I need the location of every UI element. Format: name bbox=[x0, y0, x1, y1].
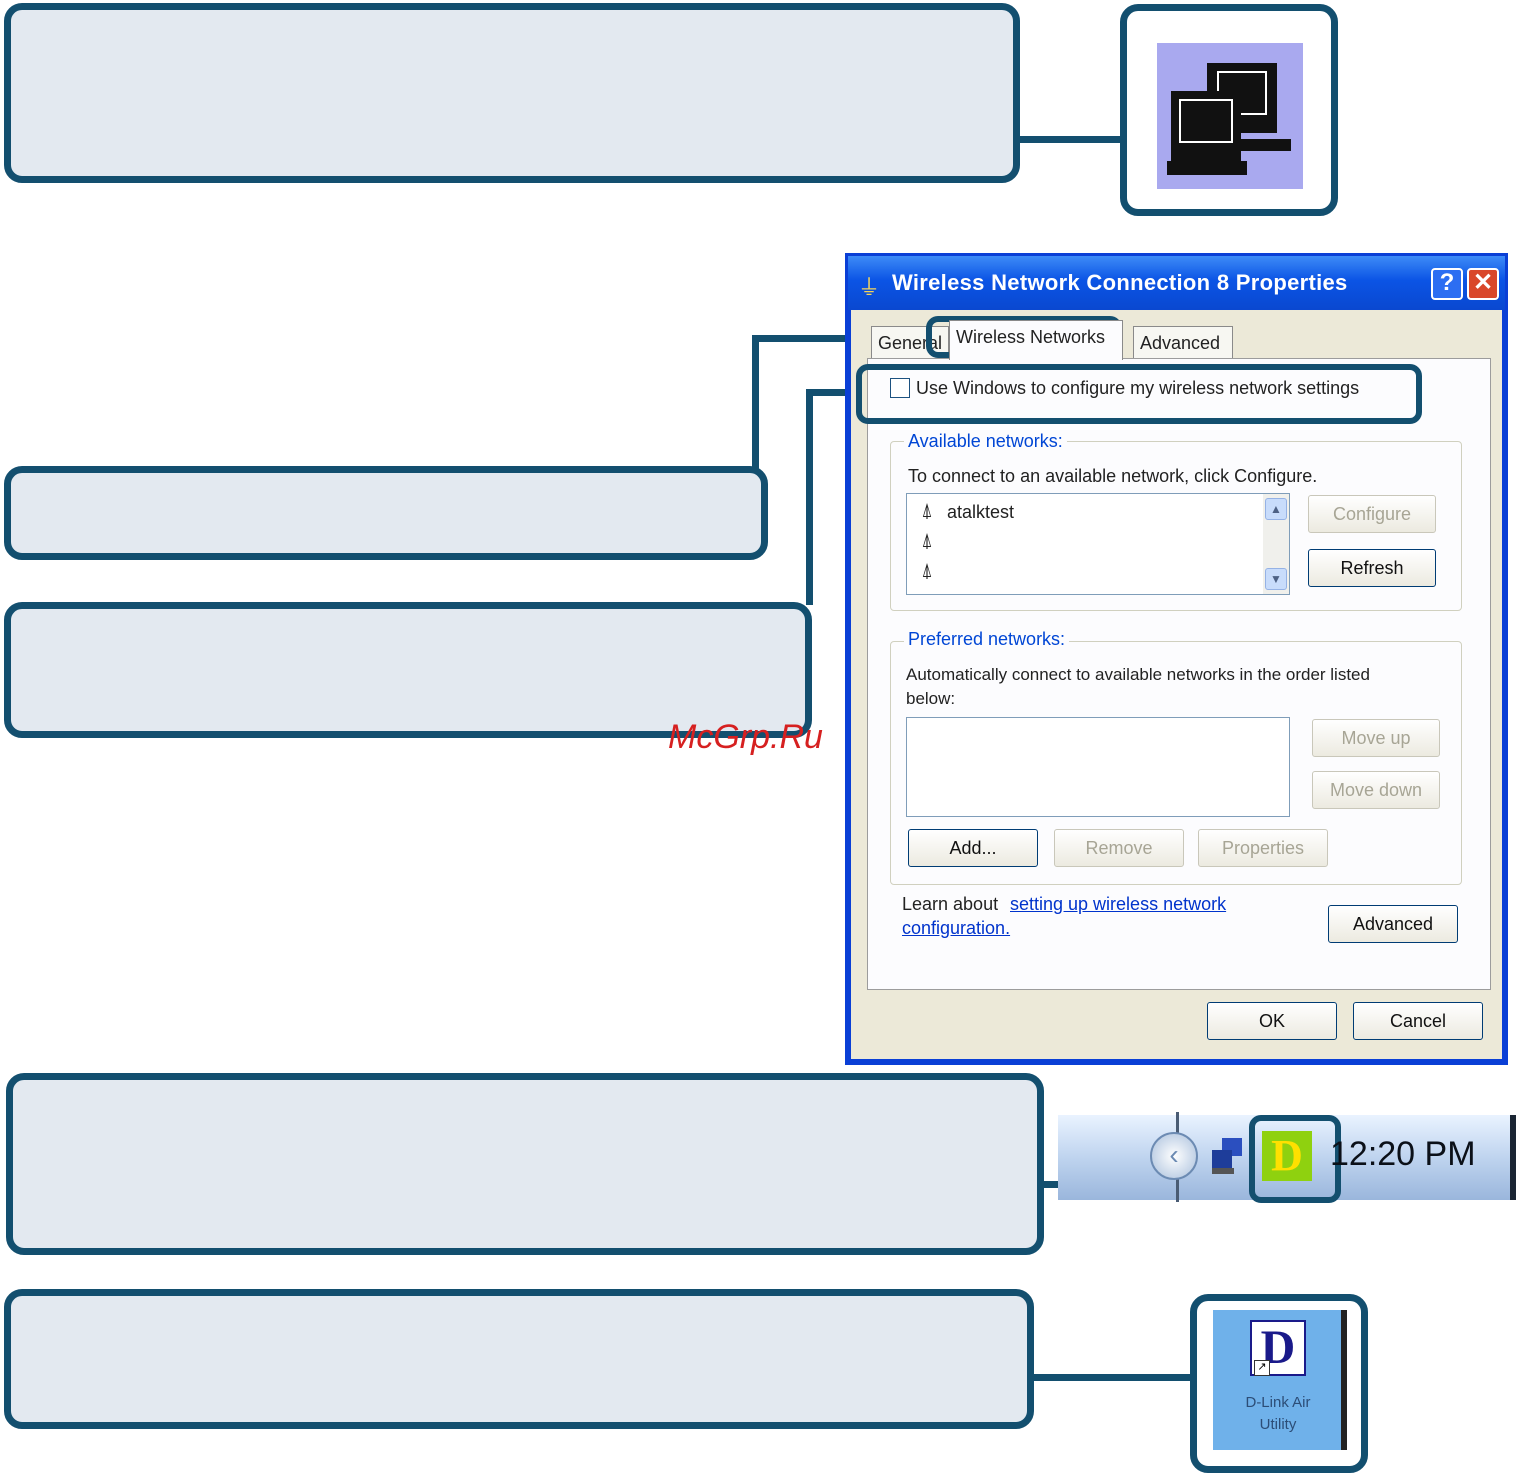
watermark-text: McGrp.Ru bbox=[668, 718, 823, 756]
close-button[interactable]: ✕ bbox=[1467, 268, 1499, 300]
connector-line-2a bbox=[752, 335, 759, 470]
connector-line-2b bbox=[752, 335, 930, 342]
callout-box-3 bbox=[4, 602, 812, 738]
learn-about-text: Learn about bbox=[902, 894, 999, 914]
dialog-client-area: General Wireless Networks Advanced Use W… bbox=[851, 310, 1502, 1059]
preferred-networks-group bbox=[890, 641, 1462, 885]
ok-button[interactable]: OK bbox=[1207, 1002, 1337, 1040]
use-windows-checkbox[interactable] bbox=[890, 378, 910, 398]
tab-advanced[interactable]: Advanced bbox=[1133, 326, 1233, 358]
move-down-button[interactable]: Move down bbox=[1312, 771, 1440, 809]
connector-line-5 bbox=[1030, 1374, 1194, 1381]
refresh-button[interactable]: Refresh bbox=[1308, 549, 1436, 587]
callout-box-1 bbox=[4, 3, 1020, 183]
advanced-button[interactable]: Advanced bbox=[1328, 905, 1458, 943]
callout-box-2 bbox=[4, 466, 768, 560]
network-connections-icon[interactable] bbox=[1157, 43, 1303, 189]
d-link-utility-tray-icon[interactable]: D bbox=[1262, 1131, 1312, 1181]
available-networks-group bbox=[890, 441, 1462, 611]
preferred-networks-label: Preferred networks: bbox=[904, 629, 1070, 650]
learn-about-link-2[interactable]: configuration. bbox=[902, 918, 1011, 938]
desktop-icon-label-line1: D-Link Air bbox=[1245, 1394, 1311, 1411]
wireless-network-icon: ⍋ bbox=[921, 530, 933, 552]
connector-line-3a bbox=[806, 389, 813, 605]
available-networks-label: Available networks: bbox=[904, 431, 1067, 452]
wireless-networks-panel: Use Windows to configure my wireless net… bbox=[867, 358, 1491, 990]
use-windows-checkbox-highlight bbox=[856, 364, 1422, 424]
tray-icon-highlight bbox=[1249, 1115, 1341, 1203]
network-connection-icon: ⏚ bbox=[858, 275, 881, 300]
preferred-networks-description: Automatically connect to available netwo… bbox=[906, 665, 1370, 684]
wireless-network-icon: ⍋ bbox=[921, 560, 933, 582]
tab-wireless-networks[interactable]: Wireless Networks bbox=[949, 320, 1123, 360]
desktop-icon-label-line2: Utility bbox=[1259, 1416, 1297, 1433]
callout-box-5 bbox=[4, 1289, 1034, 1429]
move-up-button[interactable]: Move up bbox=[1312, 719, 1440, 757]
properties-button[interactable]: Properties bbox=[1198, 829, 1328, 867]
preferred-networks-list[interactable] bbox=[906, 717, 1290, 817]
shortcut-arrow-icon: ↗ bbox=[1254, 1360, 1270, 1376]
properties-dialog: ⏚ Wireless Network Connection 8 Properti… bbox=[845, 253, 1508, 1065]
cancel-button[interactable]: Cancel bbox=[1353, 1002, 1483, 1040]
network-item[interactable]: atalktest bbox=[947, 502, 1015, 522]
list-scrollbar[interactable]: ▲ ▼ bbox=[1263, 494, 1289, 594]
connector-line-3b bbox=[806, 389, 860, 396]
learn-about-link[interactable]: setting up wireless network bbox=[1010, 894, 1227, 914]
tray-edge bbox=[1510, 1115, 1516, 1200]
wireless-network-icon: ⍋ bbox=[921, 500, 933, 522]
desktop-icon-label[interactable]: D-Link Air Utility bbox=[1213, 1392, 1343, 1436]
scroll-down-button[interactable]: ▼ bbox=[1265, 568, 1287, 590]
taskbar-clock[interactable]: 12:20 PM bbox=[1330, 1135, 1476, 1173]
add-button[interactable]: Add... bbox=[908, 829, 1038, 867]
show-hidden-icons-button[interactable]: ‹ bbox=[1150, 1132, 1198, 1180]
scroll-up-button[interactable]: ▲ bbox=[1265, 498, 1287, 520]
preferred-networks-description-2: below: bbox=[906, 689, 956, 708]
available-networks-list[interactable]: ⍋ atalktest ⍋ ⍋ ▲ ▼ bbox=[906, 493, 1290, 595]
available-networks-description: To connect to an available network, clic… bbox=[908, 466, 1318, 486]
use-windows-label: Use Windows to configure my wireless net… bbox=[916, 378, 1360, 398]
dialog-titlebar[interactable]: ⏚ Wireless Network Connection 8 Properti… bbox=[848, 256, 1505, 310]
callout-box-4 bbox=[6, 1073, 1044, 1255]
dialog-title: Wireless Network Connection 8 Properties bbox=[892, 270, 1348, 295]
help-button[interactable]: ? bbox=[1431, 268, 1463, 300]
remove-button[interactable]: Remove bbox=[1054, 829, 1184, 867]
network-tray-icon[interactable] bbox=[1210, 1136, 1246, 1176]
connector-line-1 bbox=[1016, 136, 1124, 143]
desktop-edge bbox=[1341, 1310, 1347, 1450]
tab-general[interactable]: General bbox=[871, 326, 949, 358]
configure-button[interactable]: Configure bbox=[1308, 495, 1436, 533]
